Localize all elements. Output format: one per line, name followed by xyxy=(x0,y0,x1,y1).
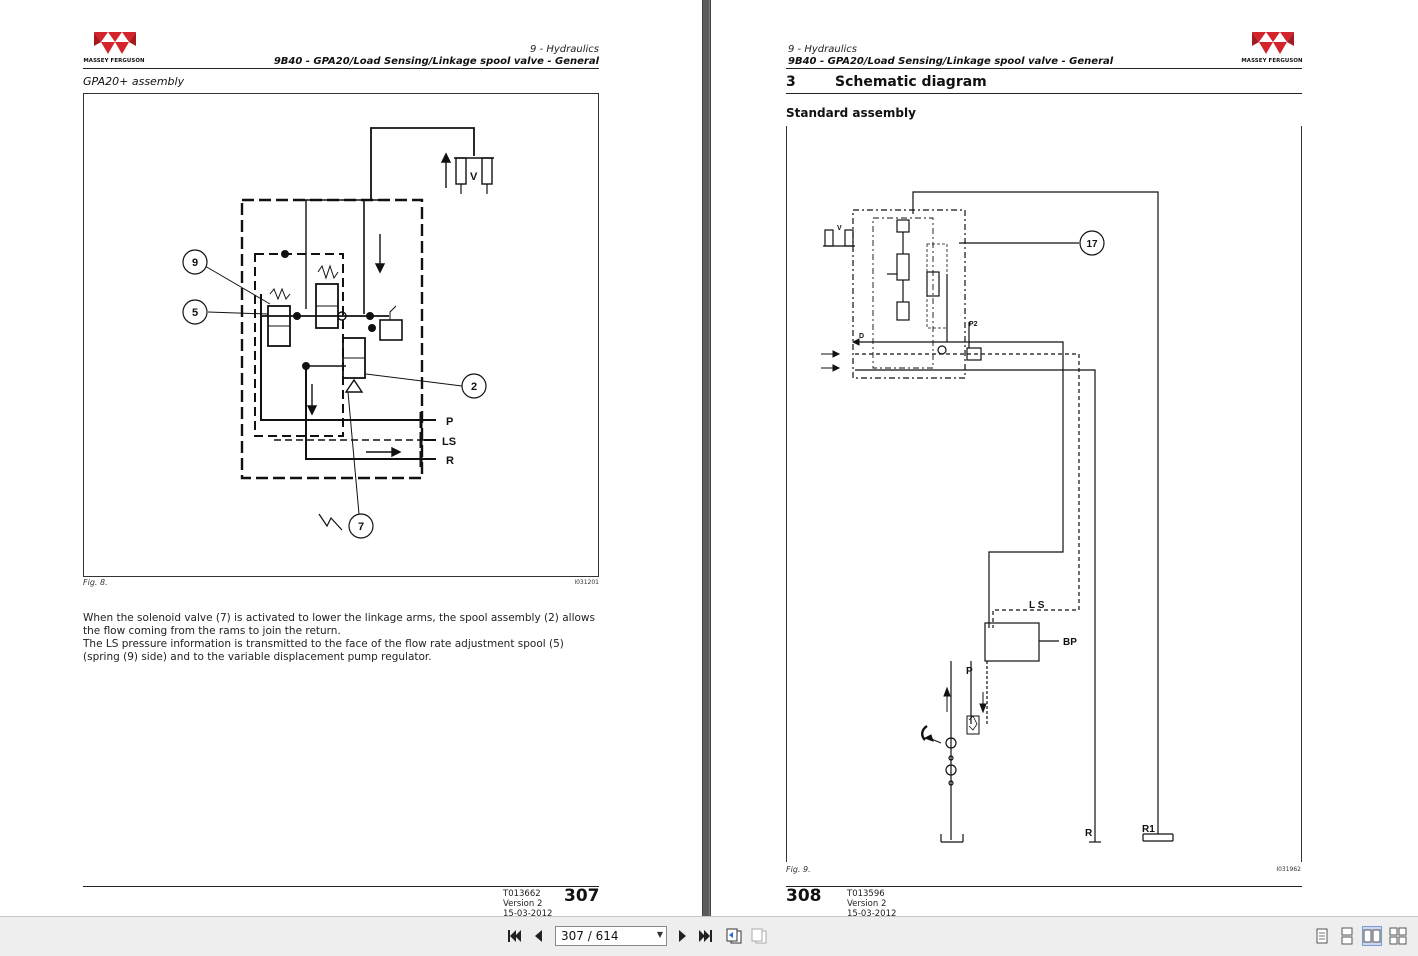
callout-5: 5 xyxy=(192,307,198,319)
chevron-down-icon: ▼ xyxy=(656,930,663,939)
last-page-button[interactable] xyxy=(696,926,716,946)
go-forward-icon xyxy=(751,928,767,944)
single-page-view-button[interactable] xyxy=(1312,926,1332,946)
section-title: Schematic diagram xyxy=(835,74,987,90)
previous-page-button[interactable] xyxy=(529,926,549,946)
go-forward-button[interactable] xyxy=(749,926,769,946)
first-page-icon xyxy=(508,930,521,942)
gpa20-hydraulic-diagram: 9 5 2 7 P LS R V xyxy=(182,127,494,539)
figure-caption: Fig. 8. xyxy=(83,578,108,587)
chapter-label: 9 - Hydraulics xyxy=(788,44,857,55)
last-page-icon xyxy=(699,930,712,942)
doc-title: 9B40 - GPA20/Load Sensing/Linkage spool … xyxy=(273,56,599,67)
footer-date: 15-03-2012 xyxy=(847,909,897,916)
next-page-button[interactable] xyxy=(672,926,692,946)
ram-v-label: V xyxy=(470,171,478,183)
continuous-icon xyxy=(1341,927,1353,945)
label-r1: R1 xyxy=(1142,824,1155,835)
footer-version: Version 2 xyxy=(847,899,887,909)
next-page-icon xyxy=(679,930,686,942)
massey-ferguson-logo: MASSEY FERGUSON xyxy=(1240,32,1304,64)
figure-8: 9 5 2 7 P LS R V xyxy=(83,93,599,577)
footer-code: T013662 xyxy=(503,889,541,899)
callout-9: 9 xyxy=(192,257,198,269)
label-v: V xyxy=(837,225,842,232)
facing-view-button[interactable] xyxy=(1362,926,1382,946)
footer-date: 15-03-2012 xyxy=(503,909,553,916)
continuous-facing-icon xyxy=(1389,927,1407,945)
footer-rule xyxy=(83,886,599,887)
single-page-icon xyxy=(1316,928,1328,944)
page-308: 9 - Hydraulics 9B40 - GPA20/Load Sensing… xyxy=(710,0,1418,916)
figure-ref: I031962 xyxy=(1276,866,1301,873)
figure-caption: Fig. 9. xyxy=(786,865,811,874)
figure-subtitle: GPA20+ assembly xyxy=(83,75,185,88)
section-rule xyxy=(786,93,1302,94)
subsection-title: Standard assembly xyxy=(786,106,916,120)
page-number: 307 xyxy=(564,886,600,906)
callout-17: 17 xyxy=(1086,239,1098,250)
figure-ref: I031201 xyxy=(574,579,599,586)
continuous-facing-view-button[interactable] xyxy=(1388,926,1408,946)
port-r-label: R xyxy=(446,455,454,467)
label-ls: L S xyxy=(1029,600,1045,611)
first-page-button[interactable] xyxy=(504,926,524,946)
header-rule xyxy=(83,68,599,69)
section-number: 3 xyxy=(786,74,796,90)
label-p2: P2 xyxy=(969,321,978,328)
body-text: When the solenoid valve (7) is activated… xyxy=(83,612,599,664)
label-d: D xyxy=(859,333,864,340)
port-p-label: P xyxy=(446,416,453,428)
go-back-button[interactable] xyxy=(724,926,744,946)
page-gutter xyxy=(703,0,709,916)
label-p: P xyxy=(966,666,973,677)
page-number: 308 xyxy=(786,886,822,906)
doc-title: 9B40 - GPA20/Load Sensing/Linkage spool … xyxy=(788,56,1114,67)
footer-code: T013596 xyxy=(847,889,885,899)
footer-info: T013596 Version 2 15-03-2012 xyxy=(847,889,896,916)
navigation-toolbar: 307 / 614 ▼ xyxy=(0,916,1418,956)
callout-2: 2 xyxy=(471,381,477,393)
callout-7: 7 xyxy=(358,521,364,533)
go-back-icon xyxy=(726,928,742,944)
document-viewer[interactable]: MASSEY FERGUSON 9 - Hydraulics 9B40 - GP… xyxy=(0,0,1418,916)
paragraph-2: The LS pressure information is transmitt… xyxy=(83,638,564,663)
label-bp: BP xyxy=(1063,637,1077,648)
footer-rule xyxy=(786,886,1302,887)
page-indicator: 307 / 614 xyxy=(561,929,619,943)
previous-page-icon xyxy=(535,930,542,942)
brand-name: MASSEY FERGUSON xyxy=(83,58,145,64)
port-ls-label: LS xyxy=(442,436,456,448)
label-r: R xyxy=(1085,828,1093,839)
page-307: MASSEY FERGUSON 9 - Hydraulics 9B40 - GP… xyxy=(0,0,703,916)
figure-9: 17 V D P2 L S BP P R R1 xyxy=(786,126,1302,862)
schematic-diagram: 17 V D P2 L S BP P R R1 xyxy=(821,191,1174,843)
header-rule xyxy=(786,68,1302,69)
paragraph-1: When the solenoid valve (7) is activated… xyxy=(83,612,595,637)
chapter-label: 9 - Hydraulics xyxy=(530,44,599,55)
massey-ferguson-logo: MASSEY FERGUSON xyxy=(82,32,146,64)
brand-name: MASSEY FERGUSON xyxy=(1241,58,1303,64)
facing-pages-icon xyxy=(1363,929,1381,943)
footer-version: Version 2 xyxy=(503,899,543,909)
page-number-select[interactable]: 307 / 614 ▼ xyxy=(555,926,667,946)
continuous-view-button[interactable] xyxy=(1337,926,1357,946)
footer-info: T013662 Version 2 15-03-2012 xyxy=(503,889,552,916)
